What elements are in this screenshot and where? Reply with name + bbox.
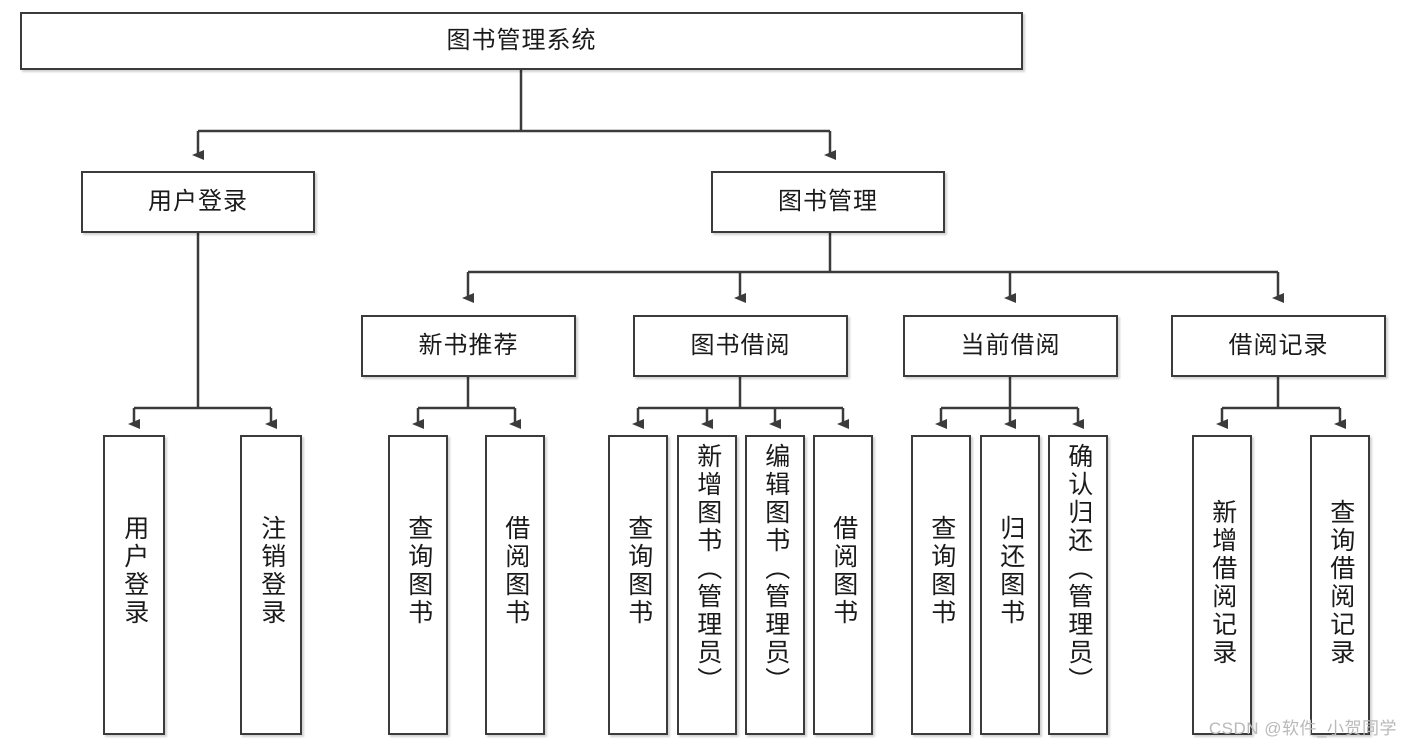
node-current-borrow[interactable]: 当前借阅 (903, 315, 1118, 377)
leaf-borrow-query-book-label: 查询图书 (624, 515, 653, 627)
watermark: CSDN @软件_小贺同学 (1208, 719, 1397, 738)
node-borrow-record-label: 借阅记录 (1228, 332, 1329, 359)
leaf-borrow-edit-book-label: 编辑图书（管理员） (761, 443, 790, 695)
leaf-new-book-borrow[interactable]: 借阅图书 (485, 435, 545, 735)
leaf-borrow-borrow-book[interactable]: 借阅图书 (813, 435, 873, 735)
leaf-current-query-book[interactable]: 查询图书 (911, 435, 971, 735)
node-book-borrow[interactable]: 图书借阅 (633, 315, 848, 377)
leaf-user-login-login-label: 用户登录 (120, 515, 149, 627)
leaf-new-book-query[interactable]: 查询图书 (388, 435, 448, 735)
leaf-current-return-book-label: 归还图书 (996, 515, 1025, 627)
leaf-current-confirm-return[interactable]: 确认归还（管理员） (1048, 435, 1108, 735)
leaf-record-add-label: 新增借阅记录 (1208, 499, 1237, 667)
leaf-current-confirm-return-label: 确认归还（管理员） (1064, 443, 1093, 695)
leaf-current-query-book-label: 查询图书 (927, 515, 956, 627)
node-user-login-label: 用户登录 (148, 188, 248, 215)
node-current-borrow-label: 当前借阅 (960, 332, 1061, 359)
node-new-book-recommend-label: 新书推荐 (418, 332, 519, 359)
node-new-book-recommend[interactable]: 新书推荐 (361, 315, 576, 377)
leaf-current-return-book[interactable]: 归还图书 (980, 435, 1040, 735)
leaf-borrow-add-book[interactable]: 新增图书（管理员） (677, 435, 737, 735)
leaf-borrow-borrow-book-label: 借阅图书 (829, 515, 858, 627)
node-book-borrow-label: 图书借阅 (690, 332, 791, 359)
node-borrow-record[interactable]: 借阅记录 (1171, 315, 1386, 377)
leaf-user-login-logout-label: 注销登录 (257, 515, 286, 627)
node-root[interactable]: 图书管理系统 (20, 12, 1023, 70)
node-book-management-label: 图书管理 (778, 188, 878, 215)
leaf-record-query[interactable]: 查询借阅记录 (1310, 435, 1370, 735)
node-user-login[interactable]: 用户登录 (81, 171, 315, 233)
leaf-new-book-borrow-label: 借阅图书 (501, 515, 530, 627)
leaf-user-login-logout[interactable]: 注销登录 (240, 435, 302, 735)
leaf-borrow-add-book-label: 新增图书（管理员） (693, 443, 722, 695)
leaf-record-add[interactable]: 新增借阅记录 (1192, 435, 1252, 735)
leaf-new-book-query-label: 查询图书 (404, 515, 433, 627)
leaf-borrow-query-book[interactable]: 查询图书 (608, 435, 668, 735)
leaf-record-query-label: 查询借阅记录 (1326, 499, 1355, 667)
node-root-label: 图书管理系统 (446, 27, 597, 54)
leaf-borrow-edit-book[interactable]: 编辑图书（管理员） (745, 435, 805, 735)
node-book-management[interactable]: 图书管理 (711, 171, 945, 233)
leaf-user-login-login[interactable]: 用户登录 (103, 435, 165, 735)
